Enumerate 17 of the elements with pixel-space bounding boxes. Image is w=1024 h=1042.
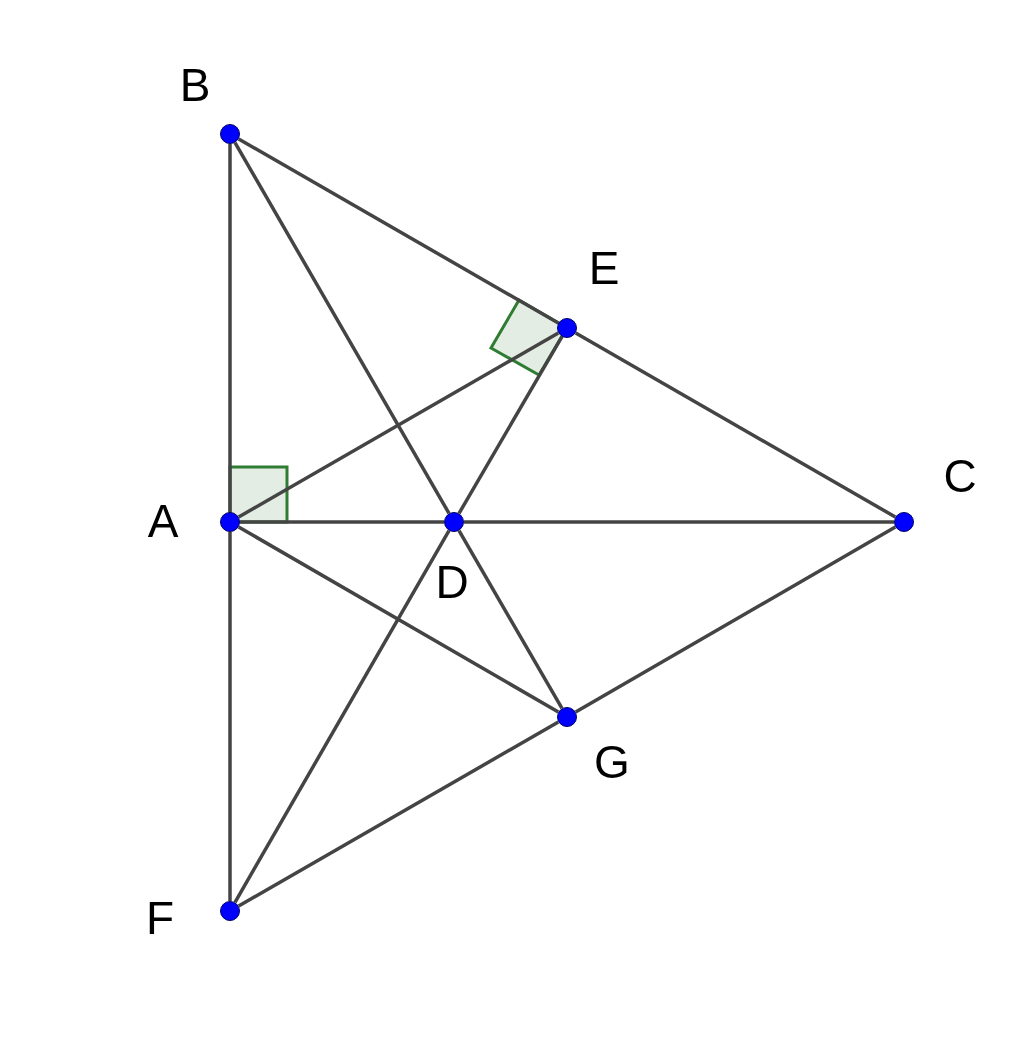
- line-segment: [233, 529, 451, 904]
- point-label: C: [943, 453, 977, 499]
- line-segment: [228, 532, 232, 901]
- line-segment: [237, 525, 560, 714]
- line-segment: [228, 144, 232, 512]
- point-label: A: [147, 498, 179, 544]
- line-segment: [457, 529, 564, 710]
- line-segment: [233, 141, 451, 515]
- point-label: D: [435, 559, 469, 605]
- line-segment: [457, 335, 564, 515]
- line-segment: [574, 525, 897, 714]
- line-segment: [464, 520, 894, 524]
- point-label: F: [145, 895, 175, 941]
- point-label: E: [588, 245, 620, 291]
- point-label: B: [179, 62, 211, 108]
- point-label: G: [594, 739, 630, 785]
- line-segment: [240, 520, 444, 524]
